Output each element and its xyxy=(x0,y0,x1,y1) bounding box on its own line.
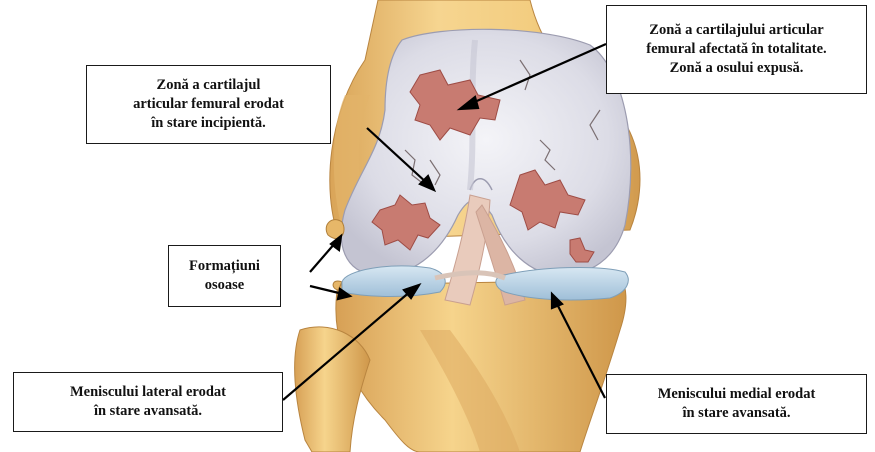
label-line: Meniscului medial erodat xyxy=(658,385,816,404)
label-line: Zonă a cartilajului articular xyxy=(649,21,823,40)
label-cartilage-incipient: Zonă a cartilajul articular femural erod… xyxy=(86,65,331,144)
bony-formations xyxy=(326,220,344,290)
label-line: în stare avansată. xyxy=(94,402,202,421)
fibula xyxy=(295,327,370,452)
label-line: articular femural erodat xyxy=(133,95,284,114)
label-lateral-meniscus: Meniscului lateral erodat în stare avans… xyxy=(13,372,283,432)
label-cartilage-total: Zonă a cartilajului articular femural af… xyxy=(606,5,867,94)
tibia xyxy=(336,280,626,452)
label-line: în stare incipientă. xyxy=(151,114,266,133)
label-line: în stare avansată. xyxy=(682,404,790,423)
label-line: osoase xyxy=(205,276,244,295)
label-line: femural afectată în totalitate. xyxy=(646,40,826,59)
label-medial-meniscus: Meniscului medial erodat în stare avansa… xyxy=(606,374,867,434)
label-bony-formations: Formațiuni osoase xyxy=(168,245,281,307)
label-line: Zonă a osului expusă. xyxy=(670,59,804,78)
label-line: Formațiuni xyxy=(189,257,260,276)
label-line: Meniscului lateral erodat xyxy=(70,383,226,402)
label-line: Zonă a cartilajul xyxy=(157,76,261,95)
